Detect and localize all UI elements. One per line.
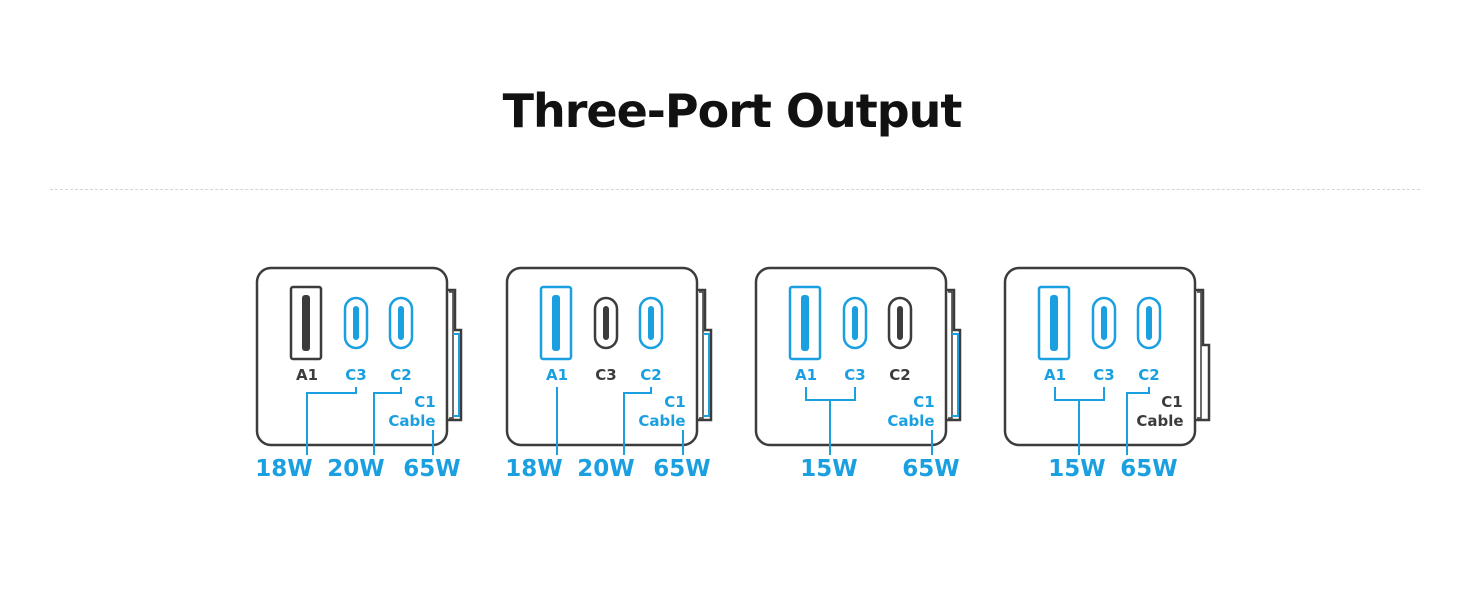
port-label-c3: C3 bbox=[844, 366, 865, 384]
c1-cable-icon bbox=[952, 333, 959, 417]
usb-c-port-icon bbox=[343, 296, 369, 350]
usb-c-port-icon bbox=[593, 296, 619, 350]
usb-a-port-icon bbox=[552, 295, 560, 351]
usb-c-port-icon bbox=[1136, 296, 1162, 350]
usb-c-port-icon bbox=[1091, 296, 1117, 350]
port-label-c2: C2 bbox=[889, 366, 910, 384]
usb-c-port-icon bbox=[638, 296, 664, 350]
watt-label: 18W bbox=[505, 456, 562, 482]
watt-label: 65W bbox=[653, 456, 710, 482]
usb-c-port-icon bbox=[398, 306, 404, 340]
usb-c-port-icon bbox=[887, 296, 913, 350]
usb-c-port-icon bbox=[852, 306, 858, 340]
port-label-c1: C1 bbox=[913, 393, 934, 411]
port-label-c3: C3 bbox=[595, 366, 616, 384]
watt-label: 18W bbox=[255, 456, 312, 482]
port-label-c2: C2 bbox=[1138, 366, 1159, 384]
watt-label: 65W bbox=[1120, 456, 1177, 482]
usb-a-port-icon bbox=[302, 295, 310, 351]
watt-label: 20W bbox=[327, 456, 384, 482]
config-1: A1 C3 C2 C1 Cable 18W 20W 65W bbox=[255, 266, 463, 482]
watt-label: 20W bbox=[577, 456, 634, 482]
watt-label: 65W bbox=[403, 456, 460, 482]
connector-lines bbox=[306, 387, 434, 455]
connector-lines bbox=[1054, 387, 1150, 455]
charger-side-plug bbox=[1195, 288, 1211, 422]
usb-a-port-icon bbox=[801, 295, 809, 351]
port-label-c1: C1 bbox=[664, 393, 685, 411]
port-label-cable: Cable bbox=[1136, 412, 1183, 430]
port-label-a1: A1 bbox=[795, 366, 817, 384]
charger-side-plug bbox=[447, 288, 463, 422]
c1-cable-icon bbox=[453, 333, 460, 417]
connector-lines bbox=[805, 387, 933, 455]
usb-a-port-icon bbox=[539, 285, 573, 361]
usb-c-port-icon bbox=[353, 306, 359, 340]
port-label-c2: C2 bbox=[390, 366, 411, 384]
port-label-c1: C1 bbox=[1161, 393, 1182, 411]
config-4: A1 C3 C2 C1 Cable 15W 65W bbox=[1003, 266, 1211, 482]
usb-a-port-icon bbox=[1037, 285, 1071, 361]
usb-c-port-icon bbox=[897, 306, 903, 340]
port-label-c3: C3 bbox=[345, 366, 366, 384]
c1-cable-icon bbox=[1197, 291, 1202, 419]
port-label-cable: Cable bbox=[638, 412, 685, 430]
charger-side-plug bbox=[697, 288, 713, 422]
usb-a-port-icon bbox=[1050, 295, 1058, 351]
port-label-cable: Cable bbox=[887, 412, 934, 430]
usb-c-port-icon bbox=[603, 306, 609, 340]
port-label-a1: A1 bbox=[1044, 366, 1066, 384]
c1-cable-icon bbox=[699, 291, 704, 419]
watt-label: 15W bbox=[800, 456, 857, 482]
usb-c-port-icon bbox=[842, 296, 868, 350]
c1-cable-icon bbox=[948, 291, 953, 419]
watt-label: 15W bbox=[1048, 456, 1105, 482]
c1-cable-icon bbox=[449, 291, 454, 419]
port-label-cable: Cable bbox=[388, 412, 435, 430]
config-3: A1 C3 C2 C1 Cable 15W 65W bbox=[754, 266, 962, 482]
page-title: Three-Port Output bbox=[502, 84, 963, 138]
watt-label: 65W bbox=[902, 456, 959, 482]
charger-side-plug bbox=[946, 288, 962, 422]
usb-c-port-icon bbox=[648, 306, 654, 340]
usb-c-port-icon bbox=[388, 296, 414, 350]
usb-c-port-icon bbox=[1101, 306, 1107, 340]
connector-lines bbox=[556, 387, 684, 455]
divider bbox=[50, 189, 1420, 190]
port-label-a1: A1 bbox=[546, 366, 568, 384]
c1-cable-icon bbox=[703, 333, 710, 417]
config-2: A1 C3 C2 C1 Cable 18W 20W 65W bbox=[505, 266, 713, 482]
port-label-a1: A1 bbox=[296, 366, 318, 384]
usb-c-port-icon bbox=[1146, 306, 1152, 340]
port-label-c1: C1 bbox=[414, 393, 435, 411]
usb-a-port-icon bbox=[289, 285, 323, 361]
port-label-c3: C3 bbox=[1093, 366, 1114, 384]
usb-a-port-icon bbox=[788, 285, 822, 361]
port-label-c2: C2 bbox=[640, 366, 661, 384]
